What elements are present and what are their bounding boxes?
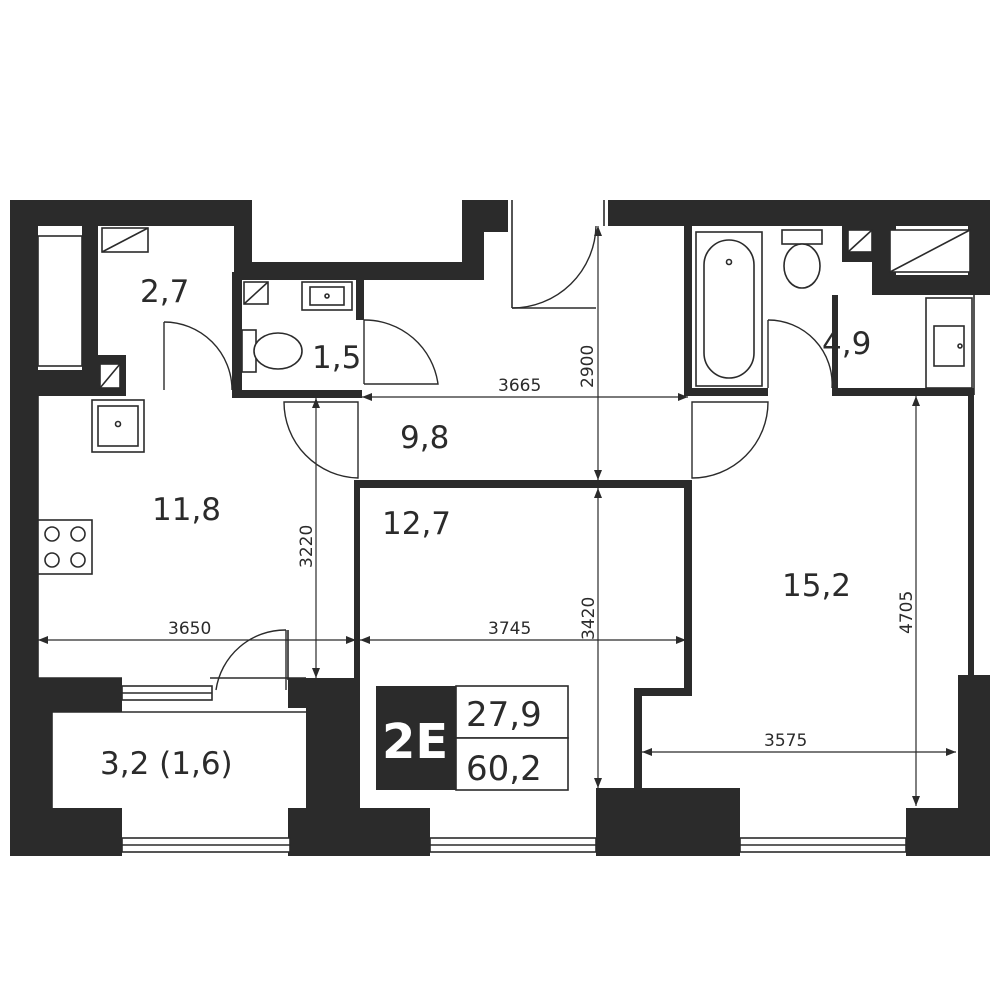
- total-area: 60,2: [466, 749, 542, 789]
- dim-kitchen-depth: 3220: [297, 525, 317, 568]
- area-storage: 2,7: [140, 274, 189, 310]
- area-kitchen: 11,8: [152, 492, 221, 528]
- dim-hall-width: 3665: [498, 376, 541, 396]
- area-hall: 9,8: [400, 420, 449, 456]
- walls: [10, 200, 990, 856]
- dimension-labels: 3665 2900 3220 3650 3745 3420 4705 3575: [168, 345, 917, 751]
- area-wc: 1,5: [312, 340, 361, 376]
- room-area-labels: 2,7 1,5 9,8 11,8 12,7 4,9 15,2 3,2 (1,6): [100, 274, 871, 782]
- fixtures: [37, 227, 973, 575]
- unit-badge: 2E 27,9 60,2: [376, 685, 569, 791]
- area-bedroom: 12,7: [382, 506, 451, 542]
- dim-bedroom-depth: 3420: [579, 597, 599, 640]
- dim-hall-depth: 2900: [578, 345, 598, 388]
- windows: [37, 235, 907, 853]
- dimension-lines: [38, 226, 956, 806]
- dim-kitchen-width: 3650: [168, 619, 211, 639]
- dim-living-depth: 4705: [897, 591, 917, 634]
- doors: [163, 225, 833, 691]
- living-area: 27,9: [466, 695, 542, 735]
- thin-outlines: [37, 200, 975, 808]
- area-living: 15,2: [782, 568, 851, 604]
- dim-bedroom-width: 3745: [488, 619, 531, 639]
- area-balcony: 3,2 (1,6): [100, 746, 233, 782]
- dim-living-width: 3575: [764, 731, 807, 751]
- area-bathroom: 4,9: [822, 326, 871, 362]
- unit-code: 2E: [382, 714, 448, 770]
